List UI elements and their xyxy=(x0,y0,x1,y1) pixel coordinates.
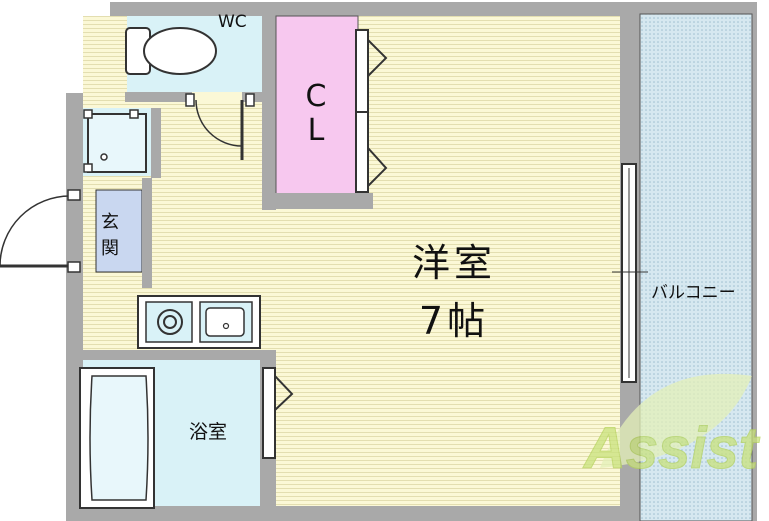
gas-stove-icon xyxy=(145,301,193,343)
balcony-label: バルコニー xyxy=(651,283,736,303)
watermark-logo: Assist xyxy=(582,373,761,482)
shower-pan-icon xyxy=(83,109,147,173)
bathroom-label: 浴室 xyxy=(189,421,227,443)
entrance-label-bottom: 関 xyxy=(101,238,119,259)
room-name-label: 洋室 xyxy=(412,241,496,285)
wc-label: WC xyxy=(218,12,247,32)
room-size-label: 7帖 xyxy=(419,299,489,343)
sink-icon xyxy=(199,301,253,343)
bathtub-icon xyxy=(79,367,155,509)
closet-label-l: L xyxy=(308,113,325,148)
kitchen-counter xyxy=(137,295,261,349)
door-swing-icon xyxy=(185,93,255,160)
shower-area xyxy=(83,108,161,178)
window-sash-icon xyxy=(612,163,648,383)
closet-label-c: C xyxy=(306,79,327,114)
entrance-label-top: 玄 xyxy=(101,212,119,233)
entrance xyxy=(0,178,152,288)
closet xyxy=(263,15,388,209)
sliding-door-icon xyxy=(262,367,294,459)
sliding-door-icon xyxy=(355,29,388,193)
toilet-icon xyxy=(125,27,217,75)
watermark-text: Assist xyxy=(582,416,761,481)
door-swing-icon xyxy=(0,189,81,273)
wc-room xyxy=(125,14,276,210)
bathroom xyxy=(79,350,294,521)
